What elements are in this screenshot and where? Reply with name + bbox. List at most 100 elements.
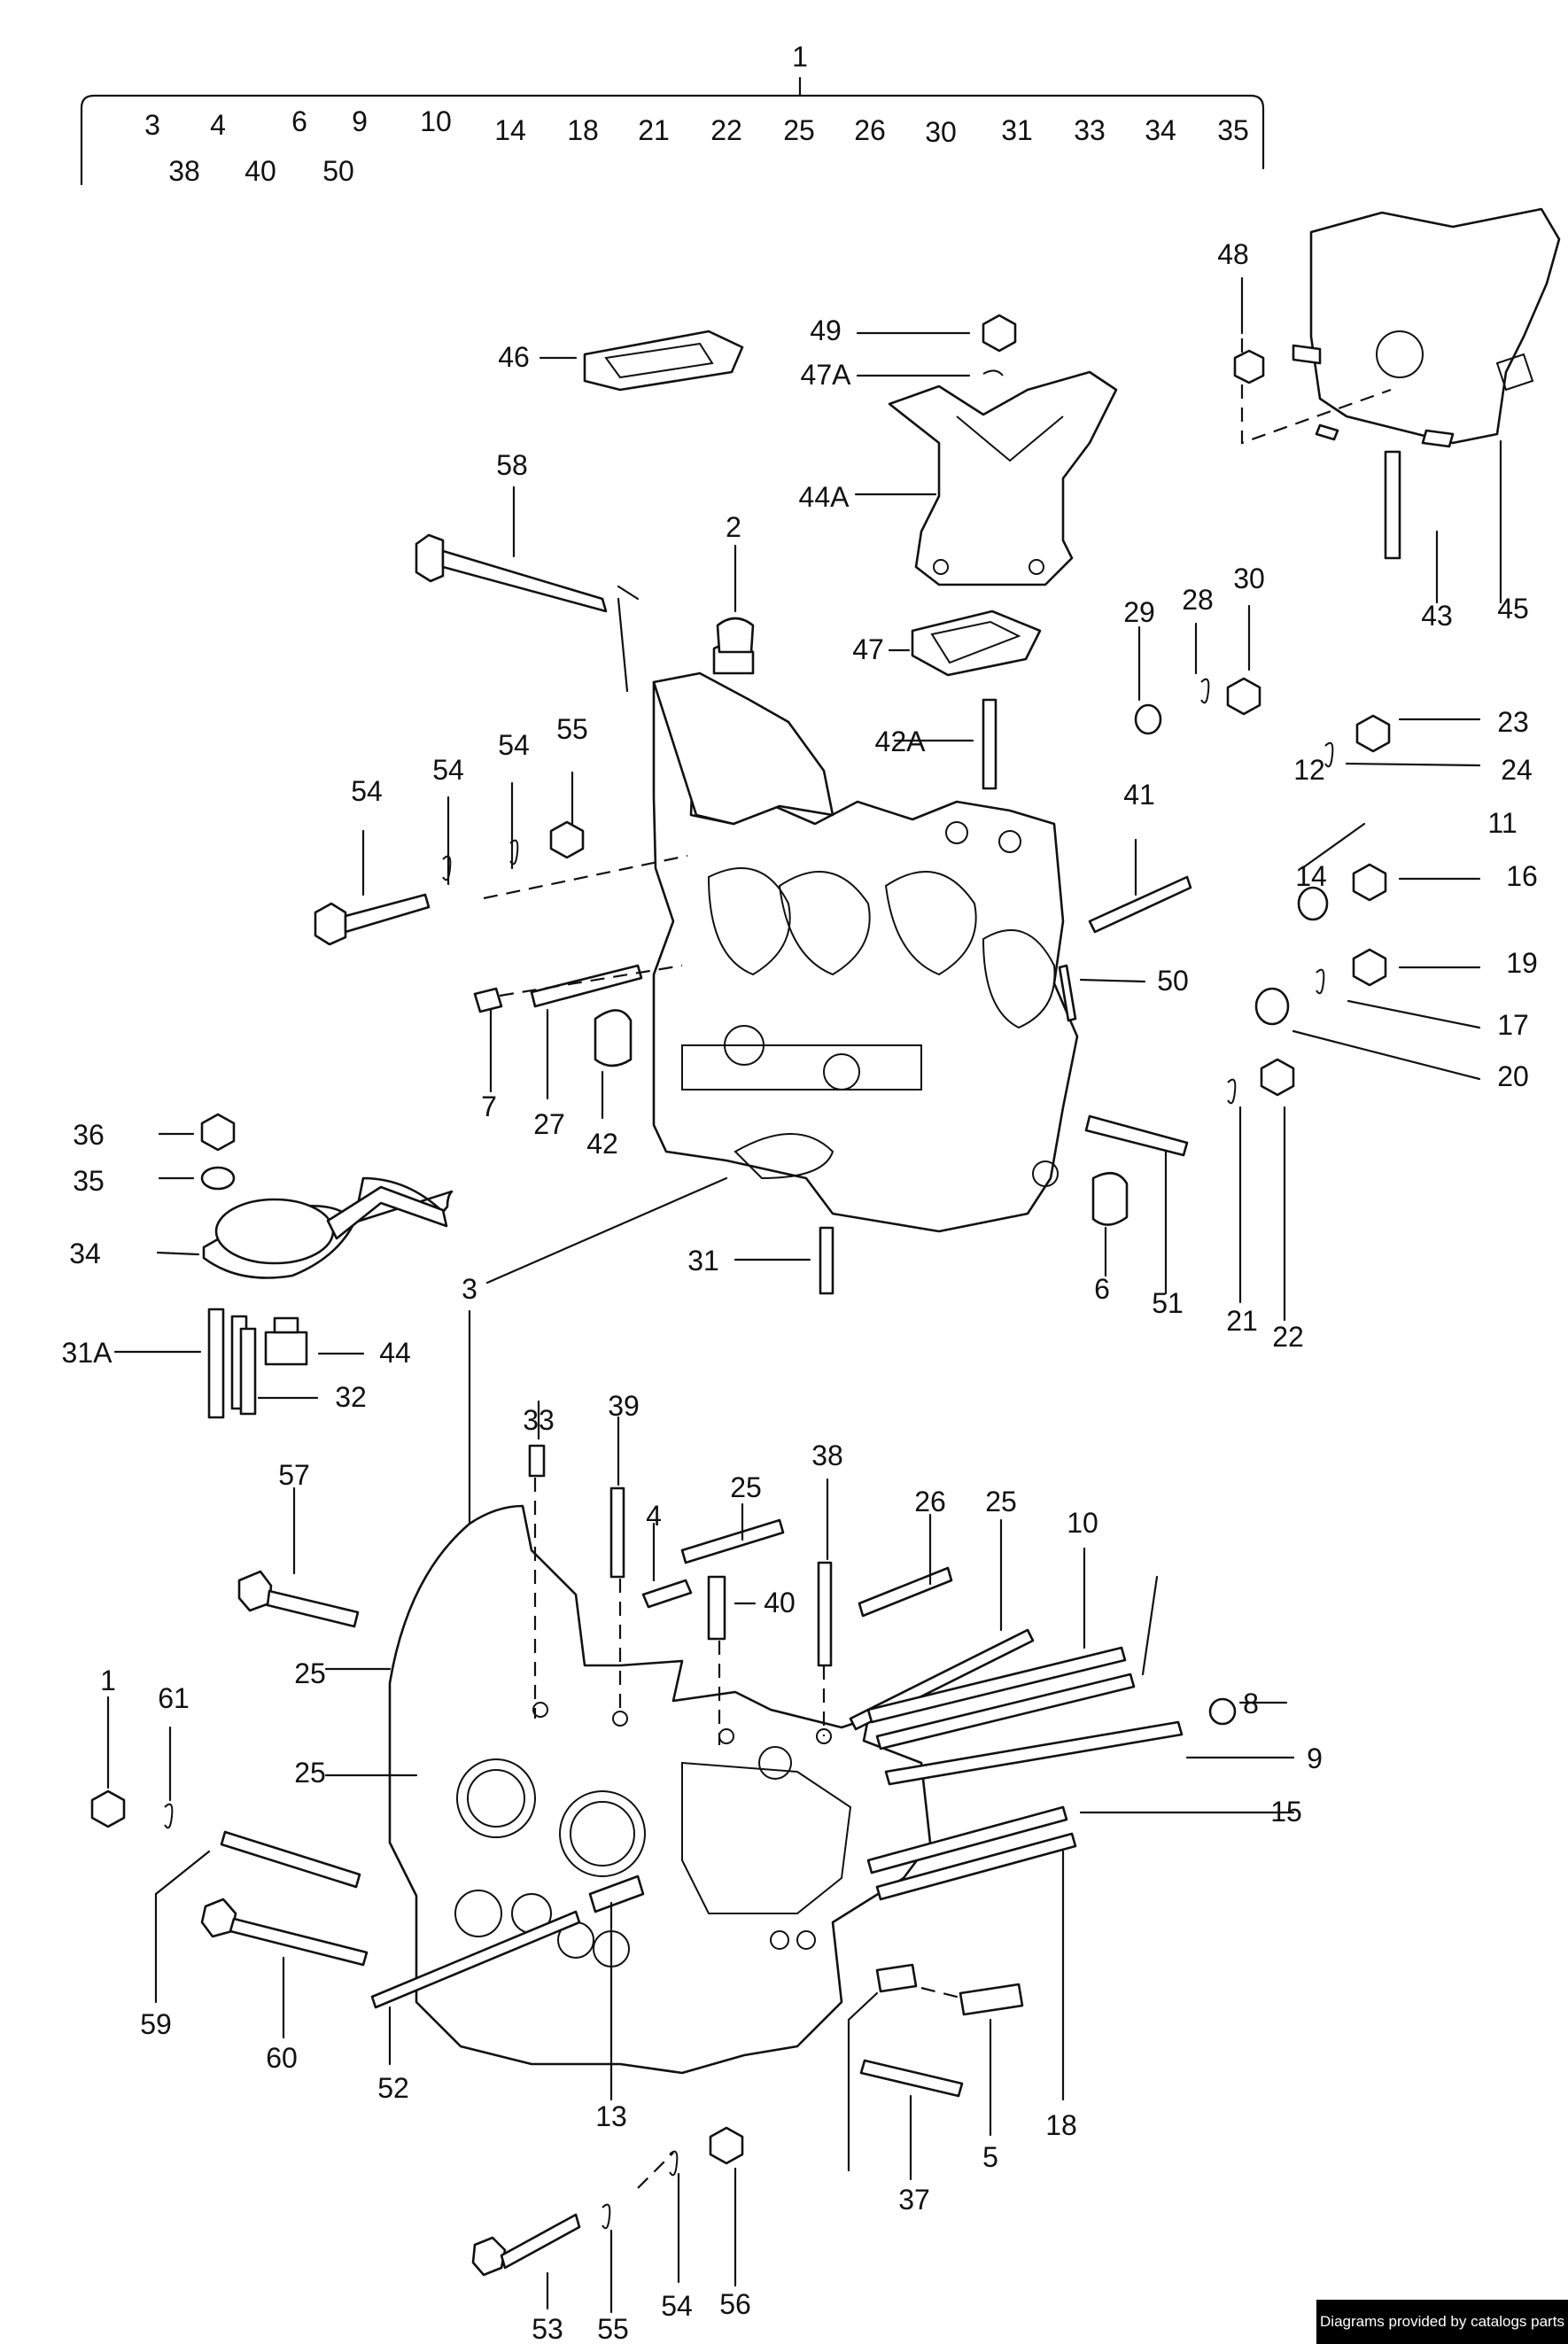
header-row-2: 38 40 50 <box>168 155 354 187</box>
callout-21: 21 <box>1226 1305 1258 1337</box>
callout-31A: 31A <box>62 1337 113 1369</box>
callout-32: 32 <box>335 1381 367 1413</box>
header-ref-6: 6 <box>291 105 307 137</box>
callout-61: 61 <box>158 1682 190 1714</box>
callout-58: 58 <box>496 449 528 481</box>
header-ref-34: 34 <box>1145 114 1176 146</box>
callout-56: 56 <box>719 2288 751 2320</box>
callout-18: 18 <box>1045 2109 1077 2141</box>
callout-10: 10 <box>1067 1507 1098 1539</box>
leader-lines <box>106 276 1502 2314</box>
header-ref-26: 26 <box>854 114 886 146</box>
callout-27: 27 <box>533 1108 565 1140</box>
callout-13: 13 <box>595 2100 627 2132</box>
callout-41: 41 <box>1123 779 1155 811</box>
callout-43: 43 <box>1421 600 1453 632</box>
callout-49: 49 <box>810 314 842 346</box>
callout-15: 15 <box>1270 1796 1302 1828</box>
callout-42: 42 <box>586 1128 618 1160</box>
header-ref-40: 40 <box>245 155 276 187</box>
callout-6: 6 <box>1094 1273 1110 1305</box>
callout-11: 11 <box>1487 807 1517 839</box>
crankcase-half-upper <box>652 671 1079 1233</box>
callout-44: 44 <box>379 1337 411 1369</box>
callout-31: 31 <box>687 1245 719 1277</box>
header-ref-22: 22 <box>710 114 742 146</box>
callout-22: 22 <box>1272 1321 1304 1353</box>
callout-57: 57 <box>278 1459 310 1491</box>
callout-38: 38 <box>811 1440 843 1471</box>
header-assembly-label: 1 <box>792 41 808 73</box>
callout-54: 54 <box>351 775 383 807</box>
callout-54: 54 <box>498 729 530 761</box>
callout-8: 8 <box>1243 1688 1259 1719</box>
callout-53: 53 <box>532 2313 563 2344</box>
callout-3: 3 <box>462 1273 477 1305</box>
callout-37: 37 <box>898 2184 930 2216</box>
callout-39: 39 <box>608 1390 640 1422</box>
header-ref-33: 33 <box>1074 114 1106 146</box>
callout-54: 54 <box>661 2290 693 2322</box>
callout-7: 7 <box>481 1091 497 1122</box>
callout-33: 33 <box>523 1404 555 1436</box>
callout-35: 35 <box>73 1165 105 1197</box>
header-ref-3: 3 <box>144 109 160 141</box>
gasket-46 <box>911 609 1042 677</box>
callout-19: 19 <box>1506 947 1538 979</box>
callout-45: 45 <box>1497 593 1529 625</box>
assembly-lines <box>483 585 965 2189</box>
callout-28: 28 <box>1182 584 1214 616</box>
callout-59: 59 <box>140 2008 172 2040</box>
callout-24: 24 <box>1501 754 1533 786</box>
callout-17: 17 <box>1497 1009 1529 1041</box>
header-ref-31: 31 <box>1001 114 1033 146</box>
callout-26: 26 <box>914 1486 946 1517</box>
callout-54: 54 <box>432 754 464 786</box>
header-ref-21: 21 <box>638 114 670 146</box>
header-ref-9: 9 <box>352 105 368 137</box>
housing-44a <box>1240 207 1561 448</box>
header-ref-35: 35 <box>1217 114 1249 146</box>
suction-pipe-33 <box>202 1176 454 1279</box>
callout-25: 25 <box>730 1471 762 1503</box>
header-ref-4: 4 <box>210 109 226 141</box>
header-ref-18: 18 <box>567 114 599 146</box>
header-ref-30: 30 <box>925 116 957 148</box>
callout-25: 25 <box>294 1657 326 1689</box>
callout-25: 25 <box>294 1757 326 1789</box>
callout-51: 51 <box>1152 1287 1184 1319</box>
callout-40: 40 <box>764 1587 796 1618</box>
callout-55: 55 <box>556 713 588 745</box>
callout-9: 9 <box>1307 1742 1323 1774</box>
header-ref-38: 38 <box>168 155 200 187</box>
callout-36: 36 <box>73 1119 105 1151</box>
callout-20: 20 <box>1497 1060 1529 1092</box>
callout-47: 47 <box>852 633 884 665</box>
callout-23: 23 <box>1497 706 1529 738</box>
callout-14: 14 <box>1295 860 1327 892</box>
credit-banner: Diagrams provided by catalogs parts <box>1316 2300 1568 2344</box>
callout-55: 55 <box>597 2313 629 2344</box>
callout-42A: 42A <box>875 726 927 757</box>
callout-25: 25 <box>985 1486 1017 1517</box>
callout-4: 4 <box>646 1500 662 1532</box>
cover-44 <box>888 370 1118 586</box>
header-ref-14: 14 <box>494 114 526 146</box>
header-bracket: 1 <box>80 41 1265 186</box>
callout-12: 12 <box>1293 754 1325 786</box>
callout-47A: 47A <box>801 359 852 391</box>
callout-60: 60 <box>266 2042 298 2074</box>
studs-and-bolts <box>200 450 1401 2277</box>
callout-5: 5 <box>982 2141 998 2173</box>
callout-34: 34 <box>69 1238 101 1269</box>
header-ref-50: 50 <box>322 155 354 187</box>
callout-44A: 44A <box>799 481 850 513</box>
callout-48: 48 <box>1217 238 1249 270</box>
header-ref-25: 25 <box>783 114 815 146</box>
callout-52: 52 <box>377 2072 409 2104</box>
nuts-and-washers <box>90 314 1391 2230</box>
callout-1: 1 <box>100 1665 116 1696</box>
